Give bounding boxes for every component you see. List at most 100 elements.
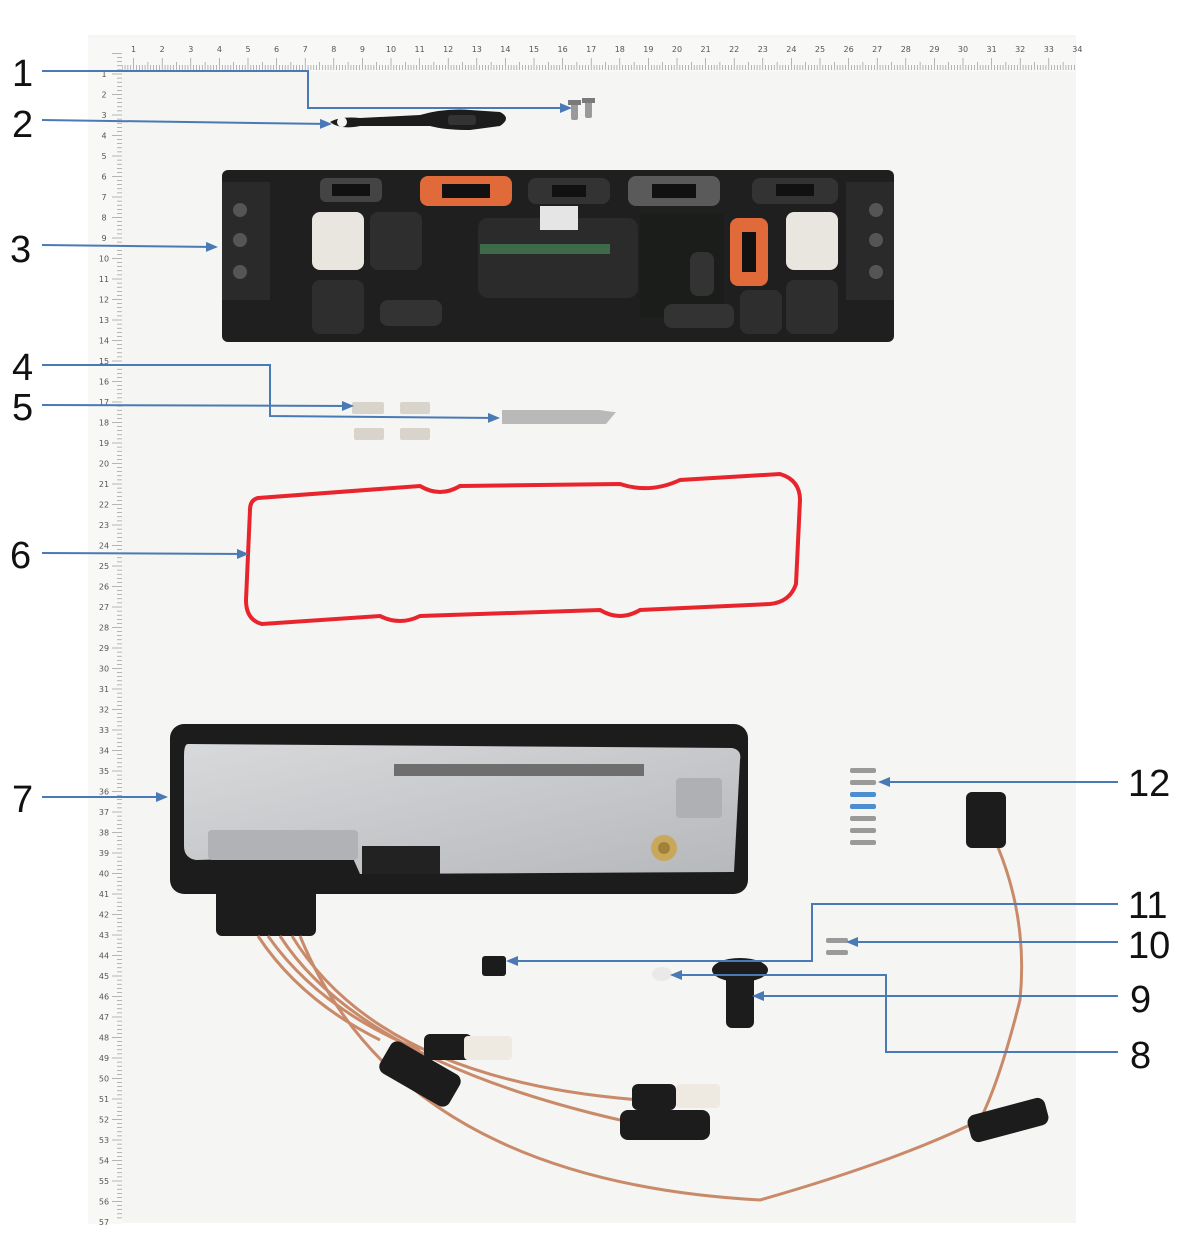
- leader-line-2: [41, 118, 332, 129]
- ruler-top-number: 10: [386, 45, 396, 54]
- top-ruler: 0123456789101112131415161718192021222324…: [95, 38, 1082, 72]
- ruler-left-number: 22: [99, 501, 109, 510]
- ruler-left-number: 46: [99, 993, 109, 1002]
- ruler-left-number: 45: [99, 972, 109, 981]
- ruler-top-number: 15: [529, 45, 539, 54]
- ruler-left-number: 53: [99, 1136, 109, 1145]
- part-connectors: [379, 792, 1049, 1143]
- ruler-left-number: 48: [99, 1034, 109, 1043]
- ruler-top-number: 21: [701, 45, 711, 54]
- ruler-left-number: 15: [99, 357, 109, 366]
- ruler-left-number: 34: [99, 747, 109, 756]
- ruler-top-number: 14: [500, 45, 510, 54]
- ruler-left-number: 25: [99, 562, 109, 571]
- ruler-top-number: 32: [1015, 45, 1025, 54]
- ruler-top-number: 22: [729, 45, 739, 54]
- ruler-left-number: 14: [99, 337, 109, 346]
- ruler-left-number: 33: [99, 726, 109, 735]
- ruler-left-number: 1: [101, 70, 106, 79]
- callout-label-2: 2: [12, 104, 33, 146]
- ruler-left-number: 8: [101, 214, 106, 223]
- ruler-left-number: 4: [101, 132, 106, 141]
- leader-line-1: [42, 70, 572, 113]
- leader-line-6: [41, 548, 249, 559]
- leader-line-5: [41, 400, 354, 411]
- part-clip: [330, 109, 506, 130]
- part-pads: [352, 402, 430, 440]
- ruler-left-number: 11: [99, 275, 109, 284]
- ruler-left-number: 52: [99, 1116, 109, 1125]
- callout-label-6: 6: [10, 535, 31, 577]
- ruler-left-number: 55: [99, 1177, 109, 1186]
- ruler-left-number: 12: [99, 296, 109, 305]
- ruler-left-number: 38: [99, 829, 109, 838]
- ruler-top-number: 31: [987, 45, 997, 54]
- part-pcb-module: [222, 170, 894, 342]
- ruler-left-number: 41: [99, 890, 109, 899]
- ruler-left-number: 28: [99, 624, 109, 633]
- ruler-top-number: 26: [844, 45, 854, 54]
- ruler-top-number: 4: [217, 45, 222, 54]
- ruler-top-number: 12: [443, 45, 453, 54]
- ruler-left-number: 21: [99, 480, 109, 489]
- part-housing: [170, 724, 748, 894]
- ruler-left-number: 35: [99, 767, 109, 776]
- ruler-left-number: 6: [101, 173, 106, 182]
- ruler-left-number: 10: [99, 255, 109, 264]
- leader-line-8: [670, 970, 1118, 1053]
- part-small-clip: [482, 956, 506, 976]
- ruler-left-number: 43: [99, 931, 109, 940]
- ruler-top-number: 20: [672, 45, 682, 54]
- ruler-top-number: 27: [872, 45, 882, 54]
- callout-label-12: 12: [1128, 763, 1170, 805]
- callout-label-5: 5: [12, 387, 33, 429]
- ruler-left-number: 23: [99, 521, 109, 530]
- callout-lines: [41, 70, 1118, 1053]
- ruler-left-number: 51: [99, 1095, 109, 1104]
- ruler-top-number: 7: [303, 45, 308, 54]
- ruler-left-number: 16: [99, 378, 109, 387]
- ruler-top-number: 9: [360, 45, 365, 54]
- ruler-left-number: 24: [99, 542, 109, 551]
- ruler-left-number: 54: [99, 1157, 109, 1166]
- ruler-top-number: 19: [643, 45, 653, 54]
- callout-label-4: 4: [12, 347, 33, 389]
- ruler-top-number: 24: [786, 45, 796, 54]
- ruler-left-number: 57: [99, 1218, 109, 1227]
- callout-label-9: 9: [1130, 979, 1151, 1021]
- leader-line-11: [506, 903, 1118, 966]
- ruler-left-number: 37: [99, 808, 109, 817]
- left-ruler: 1234567891011121314151617181920212223242…: [88, 38, 122, 1227]
- ruler-left-number: 49: [99, 1054, 109, 1063]
- ruler-left-number: 27: [99, 603, 109, 612]
- ruler-top-number: 33: [1044, 45, 1054, 54]
- leader-line-4: [42, 364, 500, 423]
- ruler-top-number: 18: [615, 45, 625, 54]
- callout-label-8: 8: [1130, 1035, 1151, 1077]
- callout-label-1: 1: [12, 53, 33, 95]
- part-washer: [652, 967, 672, 981]
- ruler-top-number: 8: [331, 45, 336, 54]
- callout-label-10: 10: [1128, 925, 1170, 967]
- ruler-top-number: 1: [131, 45, 136, 54]
- ruler-left-number: 5: [101, 152, 106, 161]
- ruler-left-number: 31: [99, 685, 109, 694]
- ruler-left-number: 56: [99, 1198, 109, 1207]
- ruler-top-number: 23: [758, 45, 768, 54]
- ruler-left-number: 36: [99, 788, 109, 797]
- ruler-left-number: 44: [99, 952, 109, 961]
- callout-label-7: 7: [12, 779, 33, 821]
- ruler-top-number: 16: [558, 45, 568, 54]
- ruler-left-number: 39: [99, 849, 109, 858]
- ruler-left-number: 18: [99, 419, 109, 428]
- callout-label-11: 11: [1128, 885, 1167, 927]
- ruler-top-number: 30: [958, 45, 968, 54]
- part-screws-set: [850, 768, 876, 845]
- ruler-left-number: 47: [99, 1013, 109, 1022]
- callout-label-3: 3: [10, 229, 31, 271]
- ruler-left-number: 32: [99, 706, 109, 715]
- ruler-left-number: 50: [99, 1075, 109, 1084]
- ruler-top-number: 6: [274, 45, 279, 54]
- part-screws-small: [826, 938, 848, 955]
- ruler-left-number: 20: [99, 460, 109, 469]
